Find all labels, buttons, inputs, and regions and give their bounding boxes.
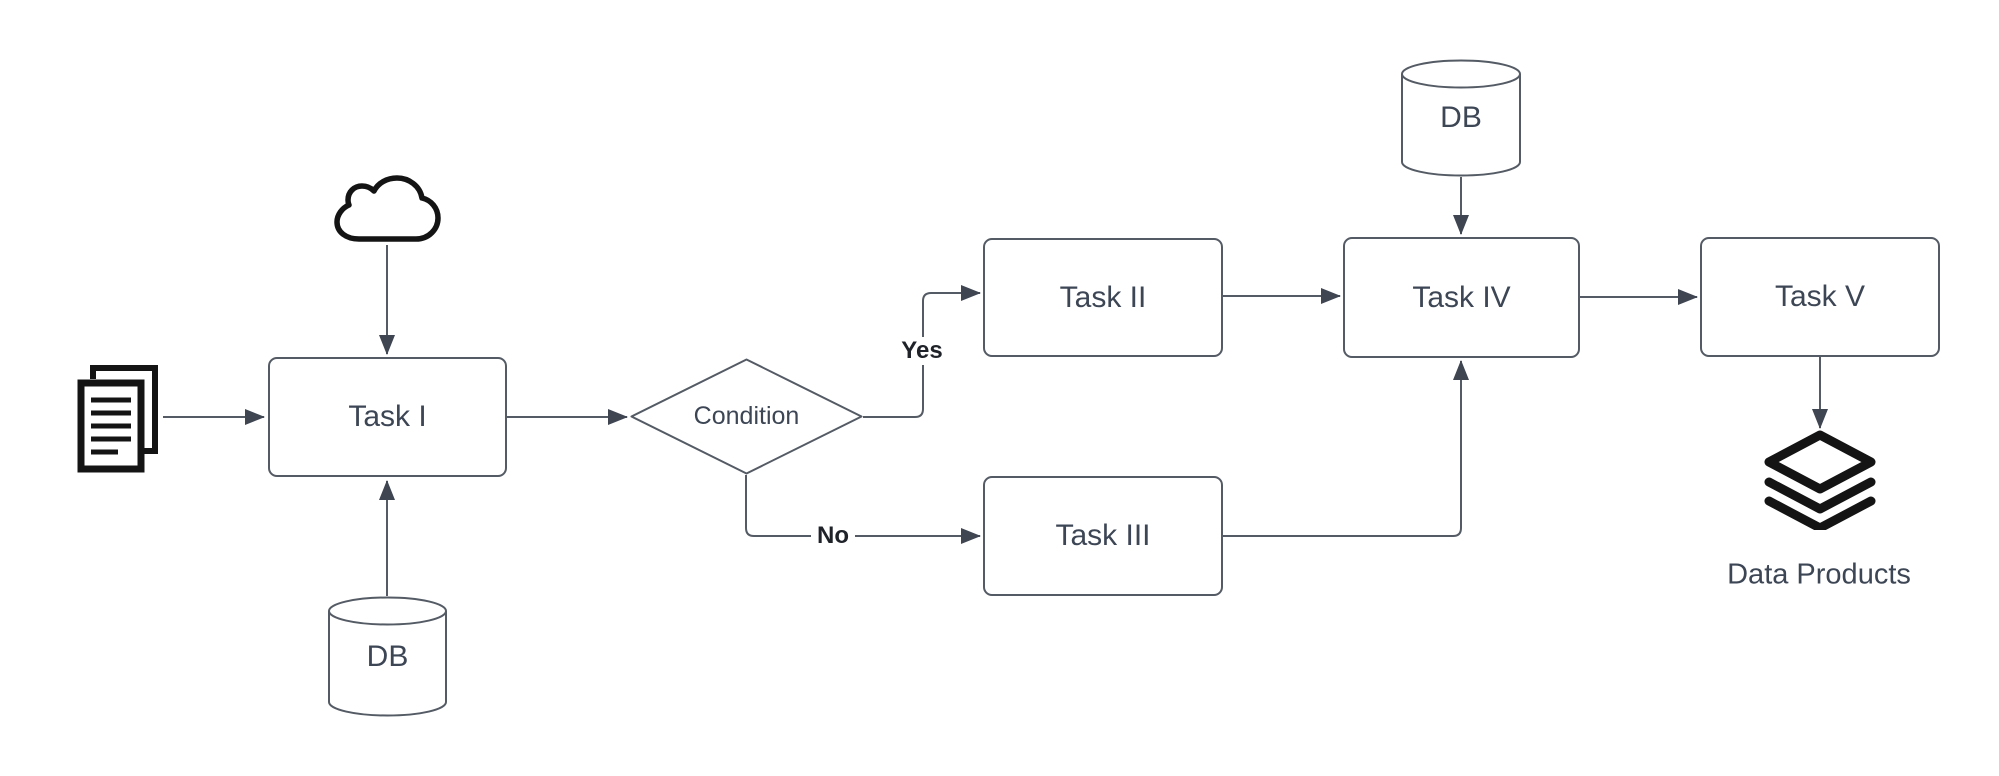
data-products-label: Data Products <box>1727 558 1911 591</box>
cloud-icon <box>333 174 441 244</box>
node-condition-label: Condition <box>693 402 800 430</box>
edge-condition-no-to-task3 <box>745 475 981 544</box>
node-db-top-label: DB <box>1440 101 1482 134</box>
layers-icon <box>1763 430 1877 530</box>
node-task5: Task V <box>1700 237 1940 357</box>
edge-label-no: No <box>811 522 855 550</box>
node-task5-label: Task V <box>1774 280 1866 313</box>
node-task2: Task II <box>983 238 1223 357</box>
node-task3-label: Task III <box>1055 519 1151 552</box>
edge-label-yes: Yes <box>895 337 949 365</box>
node-task1: Task I <box>268 357 507 477</box>
node-task3: Task III <box>983 476 1223 596</box>
node-task4-label: Task IV <box>1412 280 1511 314</box>
node-task2-label: Task II <box>1059 280 1147 314</box>
node-condition: Condition <box>630 358 863 475</box>
node-task1-label: Task I <box>348 400 427 433</box>
documents-icon <box>72 361 164 473</box>
edge-task3-to-task4 <box>1223 360 1469 537</box>
decision-diamond-shape <box>630 358 863 475</box>
database-cylinder-icon <box>1401 59 1521 177</box>
node-db-bottom-label: DB <box>366 639 409 673</box>
node-db-top: DB <box>1400 59 1522 177</box>
node-task4: Task IV <box>1343 237 1580 358</box>
node-db-bottom: DB <box>327 596 448 717</box>
database-cylinder-icon <box>328 596 447 717</box>
